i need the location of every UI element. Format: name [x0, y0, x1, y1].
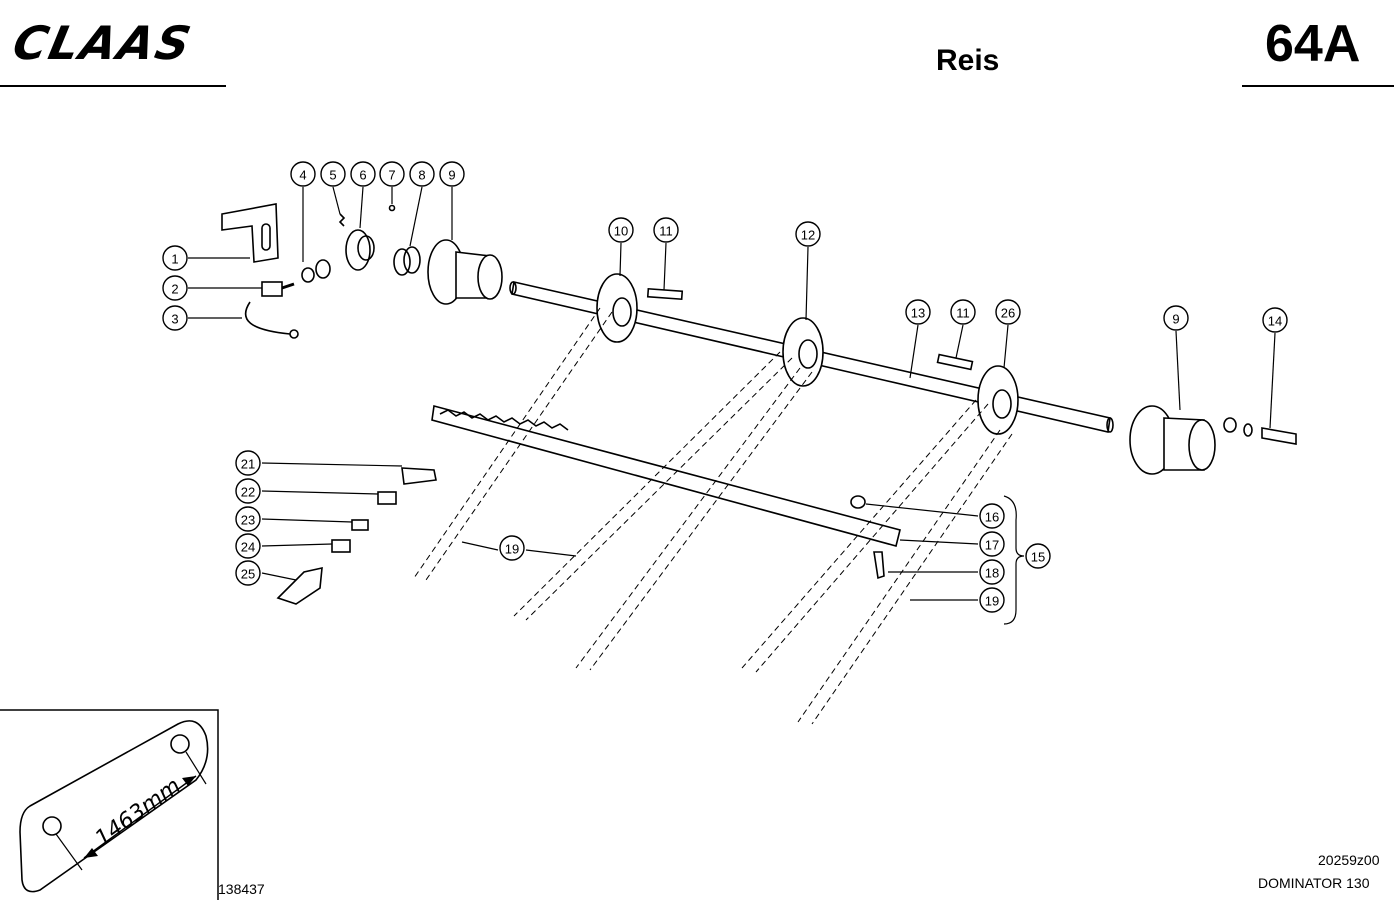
callout-label: 5	[329, 168, 336, 183]
callout-24: 24	[235, 533, 261, 559]
callout-19: 19	[979, 587, 1005, 613]
page-number: 64A	[1265, 15, 1361, 73]
callout-label: 10	[614, 224, 628, 239]
callout-label: 11	[956, 306, 970, 321]
callout-26: 26	[995, 299, 1021, 325]
callout-16: 16	[979, 503, 1005, 529]
callout-label: 26	[1001, 306, 1015, 321]
callout-25: 25	[235, 560, 261, 586]
callout-label: 9	[448, 168, 455, 183]
inset-dimension-label: 1463mm	[91, 774, 186, 852]
callout-13: 13	[905, 299, 931, 325]
sprocket-right	[977, 365, 1019, 435]
callout-12: 12	[795, 221, 821, 247]
callout-label: 9	[1172, 312, 1179, 327]
callout-21: 21	[235, 450, 261, 476]
callout-6: 6	[350, 161, 376, 187]
callout-19: 19	[499, 535, 525, 561]
callout-11: 11	[950, 299, 976, 325]
callout-label: 24	[241, 540, 255, 555]
callout-label: 19	[505, 542, 519, 557]
callout-label: 18	[985, 566, 999, 581]
callout-label: 16	[985, 510, 999, 525]
bracket-part	[221, 203, 279, 263]
sprocket-left	[596, 273, 638, 343]
callout-label: 23	[241, 513, 255, 528]
callout-label: 17	[985, 538, 999, 553]
gear-part	[345, 229, 375, 271]
callout-9: 9	[439, 161, 465, 187]
page-title: Reis	[936, 44, 1000, 77]
cable-part	[244, 301, 291, 335]
drawing-code: 20259z00	[1318, 852, 1380, 868]
callout-17: 17	[979, 531, 1005, 557]
callout-label: 15	[1031, 550, 1045, 565]
callout-label: 19	[985, 594, 999, 609]
callout-label: 6	[359, 168, 366, 183]
callout-2: 2	[162, 275, 188, 301]
leader-lines	[188, 186, 1276, 625]
rasp-bar	[431, 404, 901, 547]
callout-label: 4	[299, 168, 306, 183]
callout-8: 8	[409, 161, 435, 187]
callout-label: 21	[241, 457, 255, 472]
callout-label: 12	[801, 228, 815, 243]
callout-4: 4	[290, 161, 316, 187]
chain-lines	[413, 307, 1013, 725]
callout-1: 1	[162, 245, 188, 271]
callout-3: 3	[162, 305, 188, 331]
bearing-flange-left	[427, 239, 503, 305]
callout-15: 15	[1025, 543, 1051, 569]
callout-9: 9	[1163, 305, 1189, 331]
callout-label: 25	[241, 567, 255, 582]
callout-label: 2	[171, 282, 178, 297]
callout-11: 11	[653, 217, 679, 243]
callout-7: 7	[379, 161, 405, 187]
callout-label: 11	[659, 224, 673, 239]
callout-label: 1	[171, 252, 178, 267]
bearing-flange-right	[1129, 405, 1216, 475]
callout-10: 10	[608, 217, 634, 243]
callout-5: 5	[320, 161, 346, 187]
inset-detail: 1463mm	[0, 709, 219, 900]
model-name: DOMINATOR 130	[1258, 875, 1370, 891]
sensor-part	[261, 281, 295, 297]
inset-code: 138437	[218, 881, 265, 897]
connector-part	[401, 467, 437, 485]
callout-label: 13	[911, 306, 925, 321]
callout-label: 3	[171, 312, 178, 327]
callout-label: 22	[241, 485, 255, 500]
callout-label: 8	[418, 168, 425, 183]
sprocket-middle	[782, 317, 824, 387]
callout-23: 23	[235, 506, 261, 532]
callout-label: 7	[388, 168, 395, 183]
callout-label: 14	[1268, 314, 1282, 329]
callout-22: 22	[235, 478, 261, 504]
callout-18: 18	[979, 559, 1005, 585]
callout-14: 14	[1262, 307, 1288, 333]
